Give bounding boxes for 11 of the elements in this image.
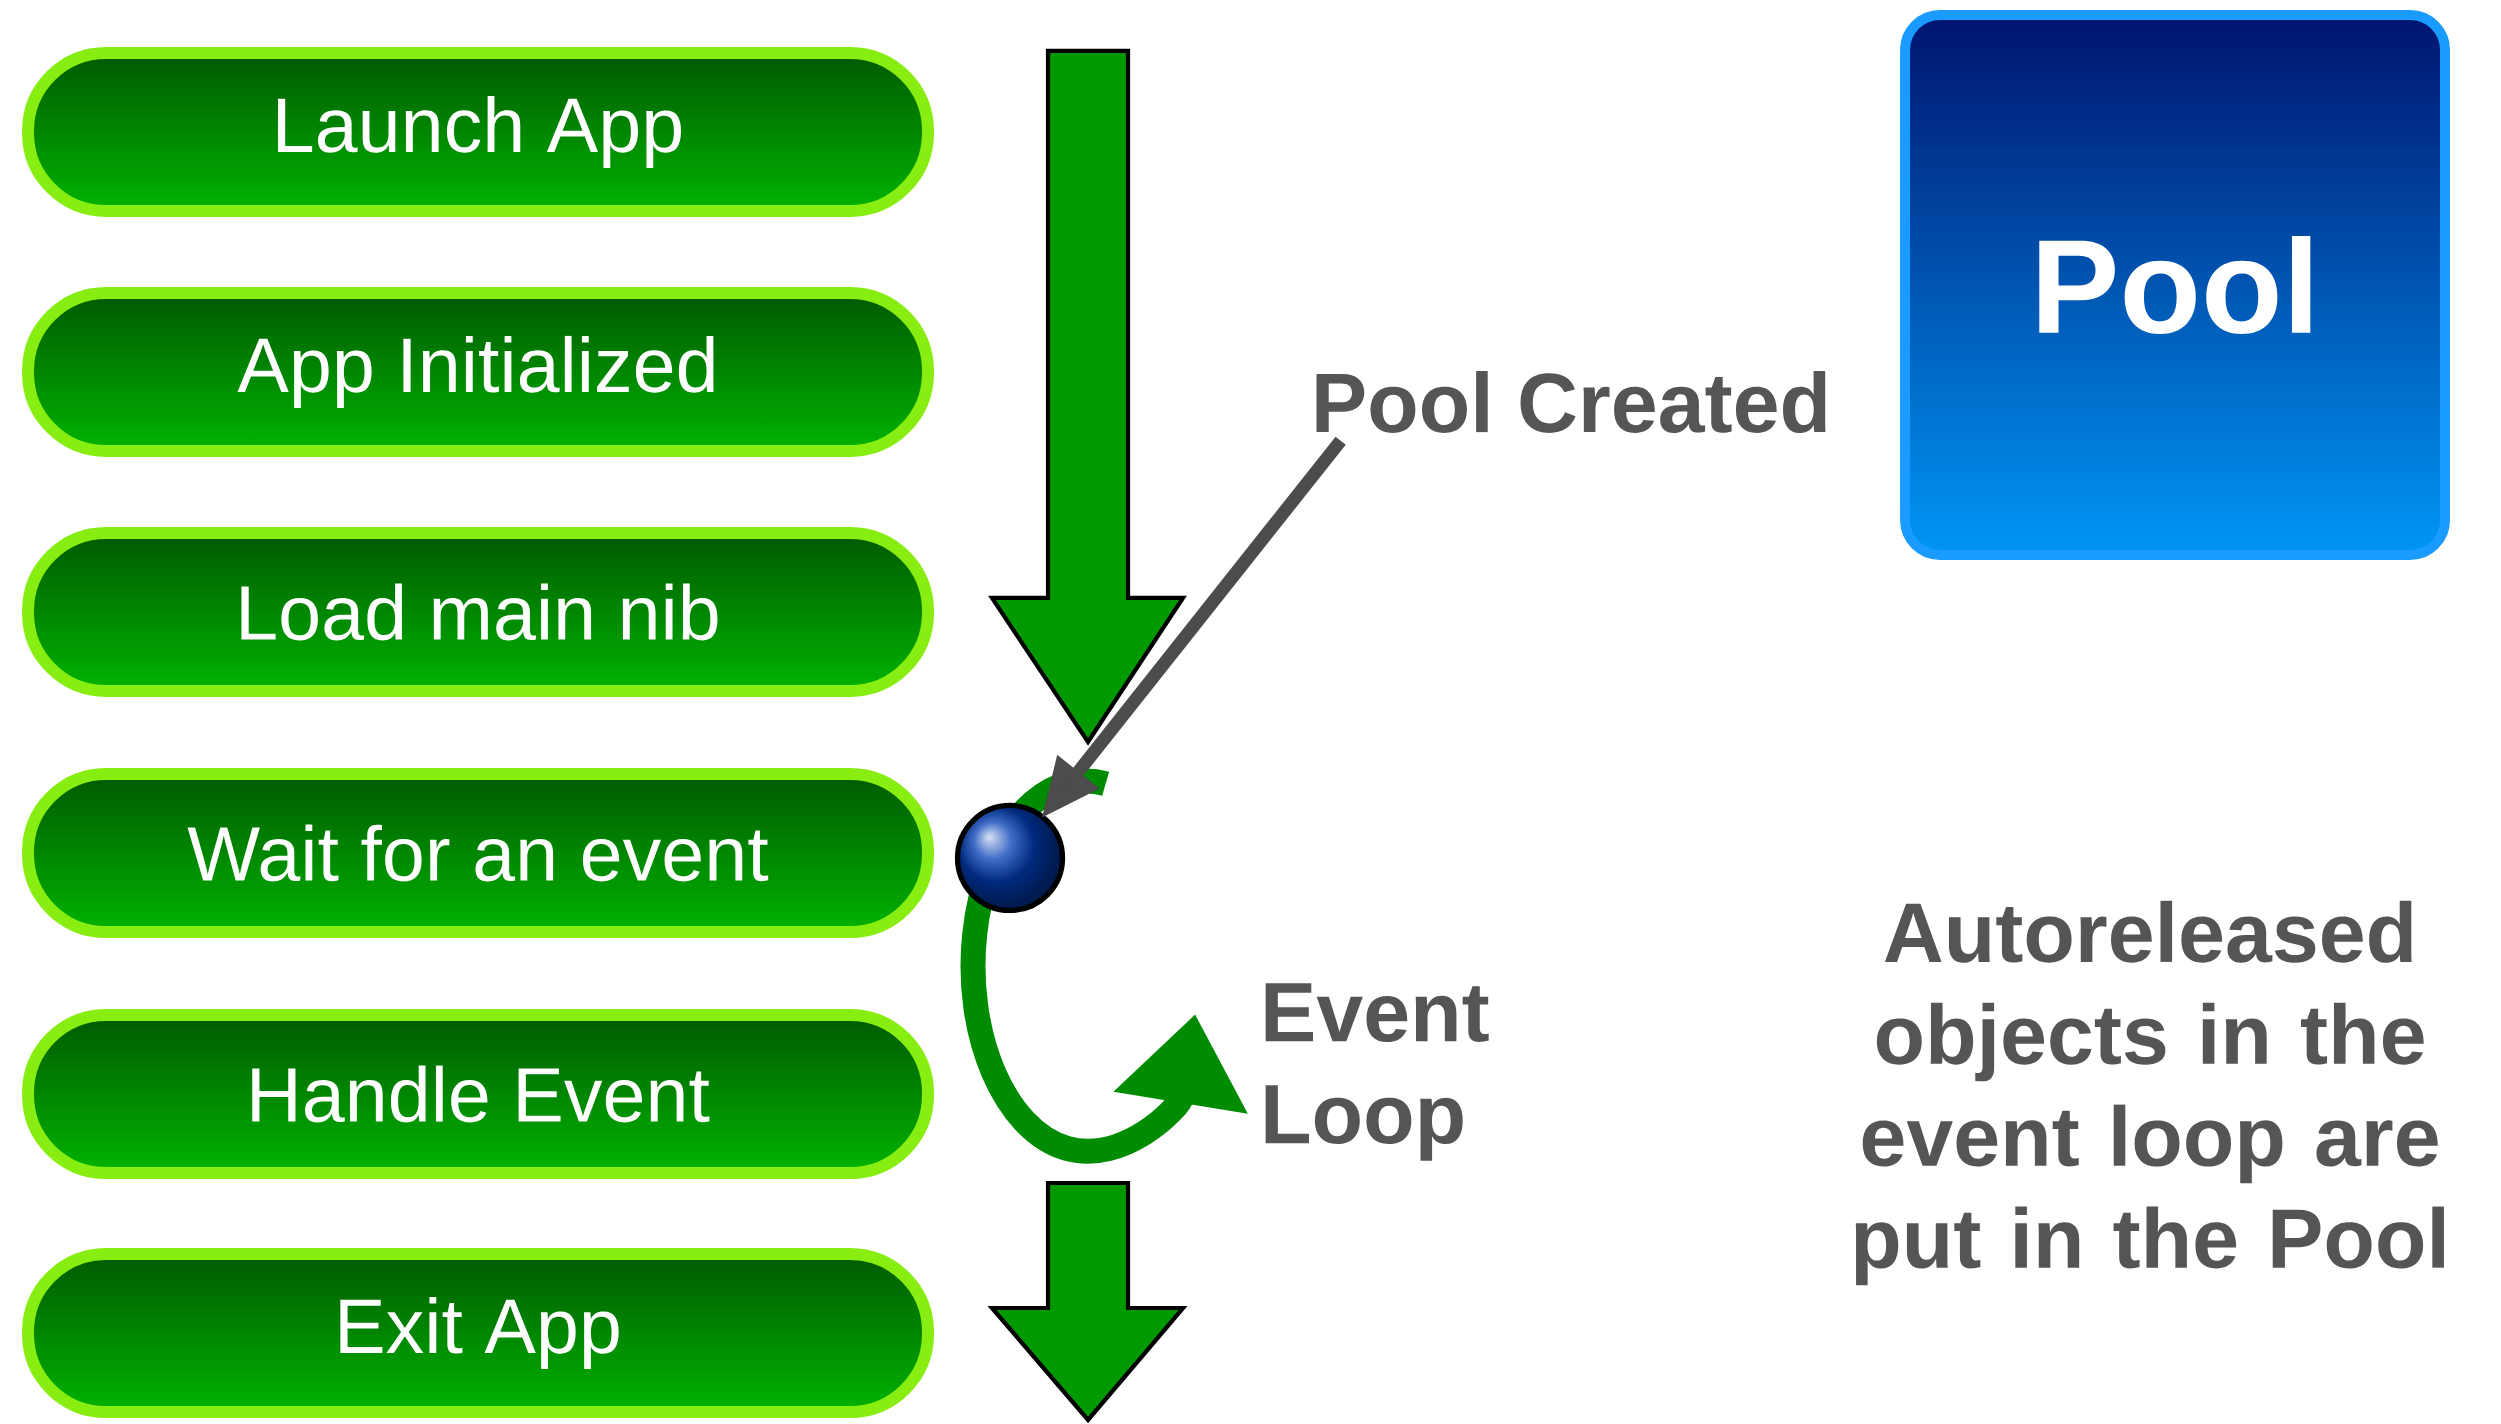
loop-label: Event Loop [1265,983,1489,1161]
process-box: Handle Event [22,1009,934,1179]
callout-text: Pool Created [1316,371,1826,433]
process-box: App Initialized [22,286,934,457]
process-box: Load main nib [22,526,934,697]
pool-box: Pool [1900,9,2451,560]
process-box: Wait for an event [22,767,934,938]
marker-dot [954,802,1066,914]
process-box: Exit App [22,1248,934,1418]
process-box: Launch App [22,46,934,217]
note-text: Autoreleased objects in the event loop are put in the Pool [1855,900,2444,1286]
